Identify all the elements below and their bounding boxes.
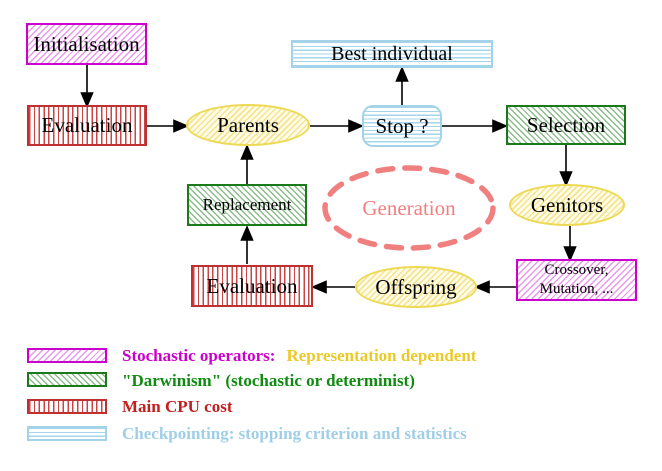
arrow-offspring-to-evaluation xyxy=(310,280,355,294)
arrow-stop-to-best-individual xyxy=(395,65,409,105)
legend-label-checkpointing: Checkpointing: stopping criterion and st… xyxy=(122,424,467,443)
legend-swatch-darwinism xyxy=(27,372,107,387)
node-evaluation-bottom: Evaluation xyxy=(191,265,313,307)
node-replacement: Replacement xyxy=(187,184,307,226)
legend-text-stochastic: Stochastic operators: xyxy=(122,346,276,365)
node-offspring: Offspring xyxy=(355,266,477,308)
node-crossover-mutation: Crossover, Mutation, ... xyxy=(516,259,637,301)
node-initialisation: Initialisation xyxy=(26,23,147,65)
crossover-line1: Crossover, xyxy=(544,262,609,279)
arrow-initialisation-to-evaluation xyxy=(80,65,94,109)
node-genitors: Genitors xyxy=(509,184,625,226)
arrow-evaluation-to-replacement xyxy=(240,224,254,264)
arrow-evaluation-to-parents xyxy=(147,119,190,133)
node-parents: Parents xyxy=(186,104,310,146)
legend-swatch-stochastic-operators xyxy=(27,348,107,363)
legend-label-stochastic-operators: Stochastic operators: Representation depe… xyxy=(122,346,476,366)
legend-label-cpu-cost: Main CPU cost xyxy=(122,397,233,416)
legend-text-representation-dependent: Representation dependent xyxy=(286,346,477,365)
legend-swatch-cpu-cost xyxy=(27,399,107,414)
arrow-selection-to-genitors xyxy=(559,145,573,188)
node-evaluation-top: Evaluation xyxy=(27,105,147,146)
generation-label: Generation xyxy=(362,196,456,220)
arrow-replacement-to-parents xyxy=(240,143,254,184)
crossover-line2: Mutation, ... xyxy=(539,281,614,297)
arrow-stop-to-selection xyxy=(442,119,509,133)
arrow-parents-to-stop xyxy=(310,119,365,133)
arrow-crossover-to-offspring xyxy=(473,280,516,294)
node-selection: Selection xyxy=(506,105,626,145)
generation-dashed-ellipse xyxy=(322,165,496,251)
node-best-individual: Best individual xyxy=(291,40,493,68)
legend-label-darwinism: "Darwinism" (stochastic or determinist) xyxy=(122,371,415,390)
node-stop: Stop ? xyxy=(362,105,442,147)
legend-swatch-checkpointing xyxy=(27,426,107,441)
arrow-genitors-to-crossover xyxy=(563,226,577,263)
